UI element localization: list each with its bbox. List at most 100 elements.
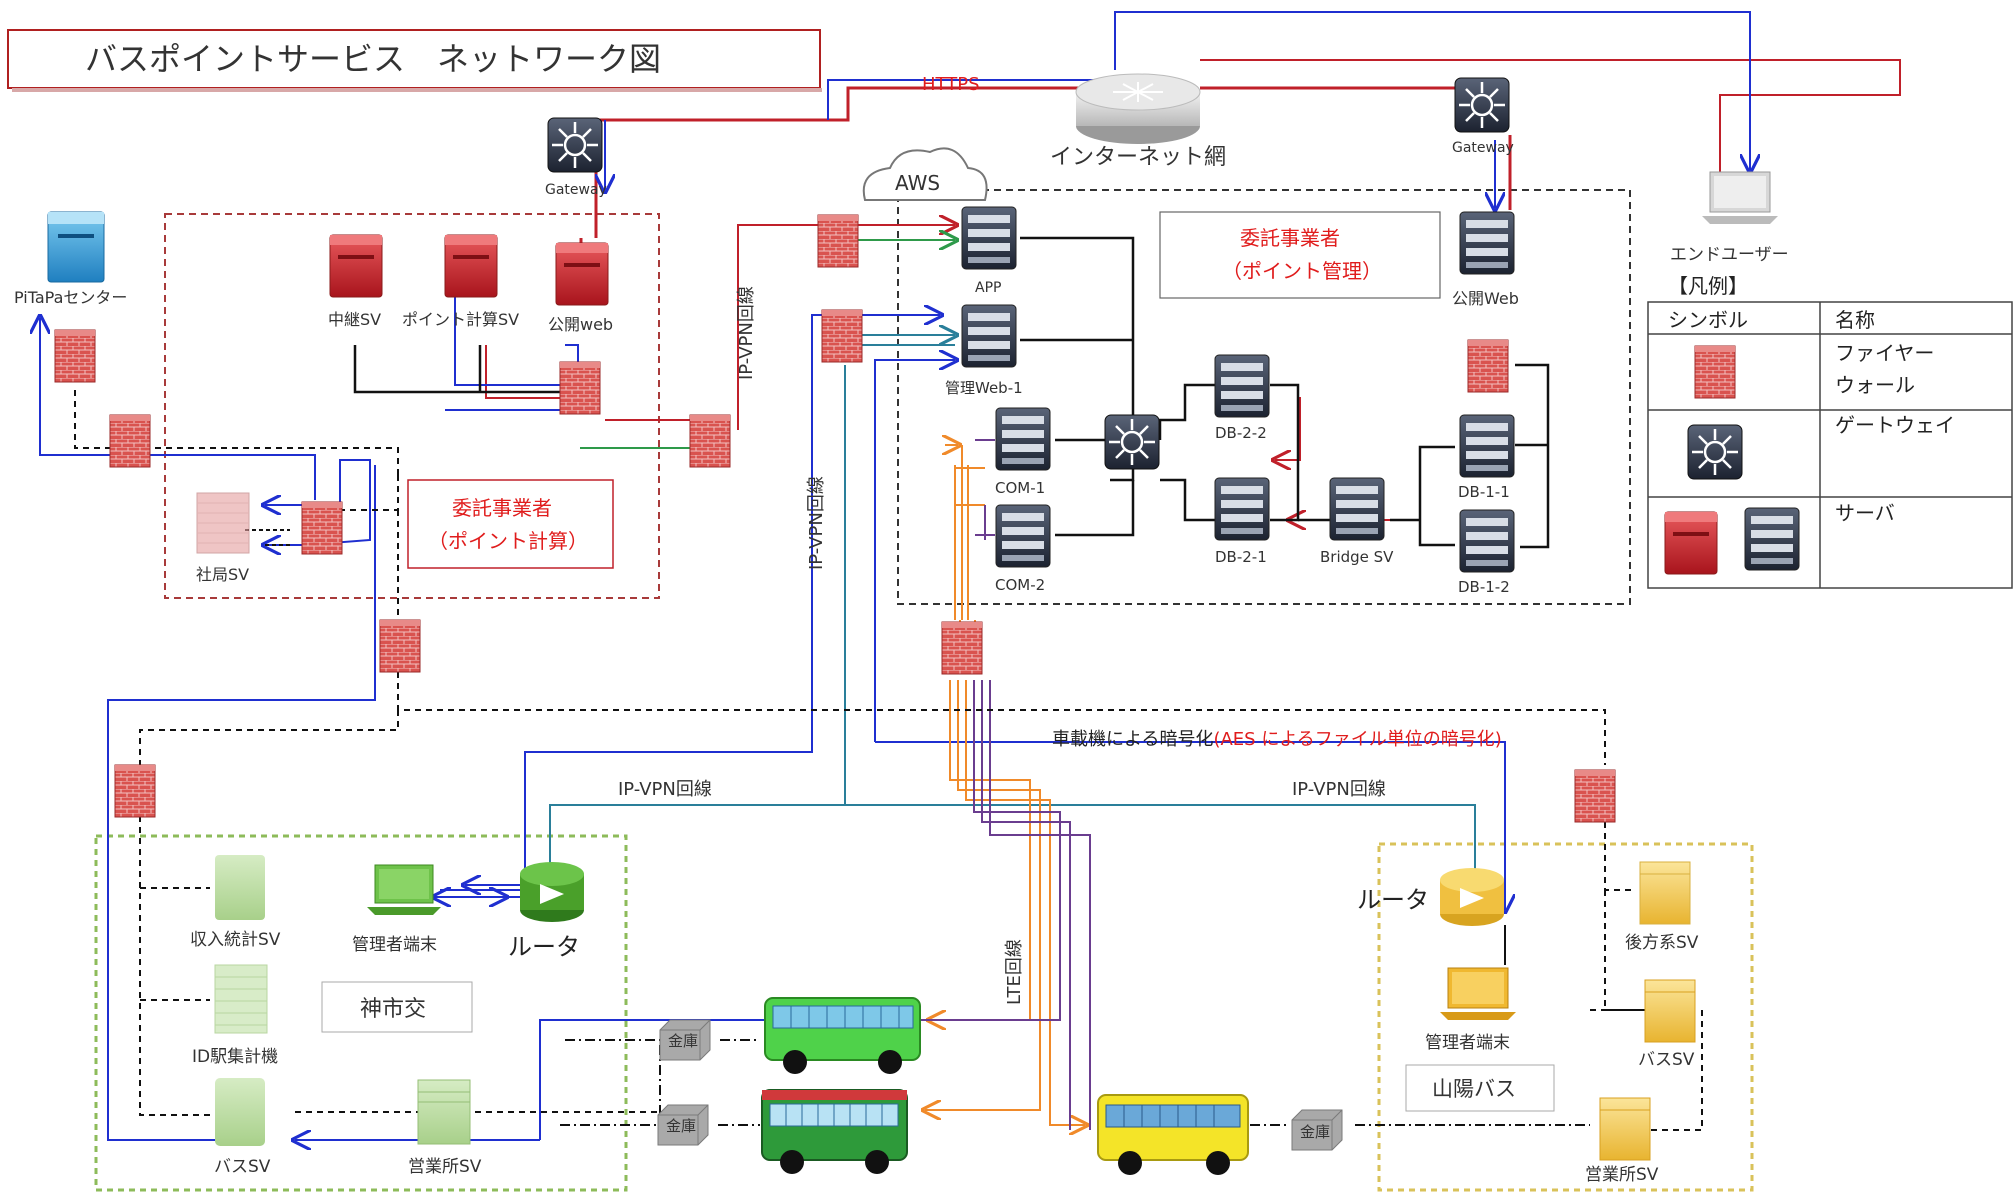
encryption-label: 車載機による暗号化(AES によるファイル単位の暗号化) — [1052, 729, 1502, 750]
ip-vpn-label-4: IP-VPN回線 — [1292, 779, 1386, 800]
legend-firewall-1: ファイヤー — [1835, 341, 1934, 365]
legend: 【凡例】 シンボル 名称 ファイヤー ウォール ゲートウェイ サーバ — [1647, 274, 2013, 589]
shakyoku-server-icon — [196, 492, 250, 554]
pitapa-server-icon — [47, 211, 105, 283]
server-icon — [1214, 477, 1270, 541]
bus-sv-left-icon — [215, 1078, 265, 1146]
legend-firewall-2: ウォール — [1835, 373, 1915, 397]
firewall-icon — [941, 621, 983, 675]
contractor-calc-box: 委託事業者 （ポイント計算） — [407, 479, 614, 569]
firewall-icon — [817, 214, 859, 268]
server-icon — [1214, 354, 1270, 418]
server-icon — [1459, 414, 1515, 478]
server-icon — [1744, 507, 1800, 571]
db21-label: DB-2-1 — [1215, 548, 1267, 566]
server-icon — [961, 206, 1017, 270]
laptop-icon — [367, 864, 441, 915]
backoffice-sv-label: 後方系SV — [1625, 933, 1699, 953]
bus-icon — [1097, 1094, 1249, 1175]
aws-label: AWS — [895, 171, 940, 195]
firewall-icon — [109, 414, 151, 468]
laptop-icon — [1702, 171, 1778, 224]
bus-icon — [764, 997, 921, 1074]
bus-sv-right-icon — [1644, 979, 1696, 1043]
router-icon — [1440, 868, 1504, 926]
zone-contractor-calc — [164, 213, 660, 599]
kobe-label: 神市交 — [360, 997, 426, 1022]
income-server-icon — [215, 855, 265, 920]
admin-terminal-right-label: 管理者端末 — [1425, 1033, 1510, 1053]
kobe-label-box: 神市交 — [321, 981, 473, 1033]
backoffice-server-icon — [1639, 861, 1691, 925]
firewall-icon — [1694, 345, 1736, 399]
contractor-mgmt-title: 委託事業者 — [1240, 226, 1340, 250]
com1-label: COM-1 — [995, 479, 1045, 497]
safe-label-2: 金庫 — [666, 1117, 696, 1135]
legend-name-header: 名称 — [1835, 308, 1875, 332]
safe-label-1: 金庫 — [668, 1032, 698, 1050]
db11-label: DB-1-1 — [1458, 483, 1510, 501]
office-server-left-icon — [417, 1079, 471, 1145]
bus-sv-left-label: バスSV — [214, 1157, 271, 1177]
bus-sv-right-label: バスSV — [1638, 1050, 1695, 1070]
title-box: バスポイントサービス ネットワーク図 — [7, 29, 822, 92]
firewall-icon — [379, 619, 421, 673]
server-icon — [1664, 511, 1718, 575]
firewall-icon — [821, 309, 863, 363]
ip-vpn-label-vertical-1: IP-VPN回線 — [736, 286, 757, 380]
db12-label: DB-1-2 — [1458, 578, 1510, 596]
safe-label-3: 金庫 — [1300, 1123, 1330, 1141]
server-icon — [329, 234, 383, 298]
firewall-icon — [114, 764, 156, 818]
router-left-label: ルータ — [508, 933, 580, 961]
ip-vpn-label-vertical-2: IP-VPN回線 — [806, 476, 827, 570]
cloud-icon: AWS — [862, 147, 988, 201]
firewall-icon — [559, 361, 601, 415]
contractor-calc-subtitle: （ポイント計算） — [428, 529, 588, 553]
firewall-icon — [54, 329, 96, 383]
internet-label: インターネット網 — [1050, 145, 1226, 170]
server-icon — [555, 242, 609, 306]
com2-label: COM-2 — [995, 576, 1045, 594]
server-icon — [995, 407, 1051, 471]
router-icon — [520, 862, 584, 922]
end-user-label: エンドユーザー — [1670, 245, 1789, 265]
gateway-icon — [1103, 413, 1161, 471]
id-collector-icon — [214, 964, 268, 1034]
server-icon — [1459, 509, 1515, 573]
shakyoku-sv-label: 社局SV — [196, 565, 249, 584]
lte-label: LTE回線 — [1004, 939, 1025, 1005]
server-icon — [995, 504, 1051, 568]
office-server-right-icon — [1599, 1097, 1651, 1161]
gateway-left-label: Gateway — [545, 182, 607, 198]
page-title: バスポイントサービス ネットワーク図 — [85, 40, 661, 78]
legend-symbol-header: シンボル — [1668, 308, 1748, 332]
office-sv-left-label: 営業所SV — [408, 1157, 482, 1177]
legend-server: サーバ — [1835, 501, 1895, 525]
internet-router-icon — [1075, 73, 1201, 144]
db22-label: DB-2-2 — [1215, 424, 1267, 442]
sanyo-label: 山陽バス — [1432, 1077, 1516, 1101]
firewall-icon — [1574, 769, 1616, 823]
sanyo-label-box: 山陽バス — [1405, 1064, 1555, 1112]
office-sv-right-label: 営業所SV — [1585, 1165, 1659, 1185]
contractor-mgmt-box: 委託事業者 （ポイント管理） — [1159, 211, 1441, 299]
laptop-icon — [1440, 967, 1516, 1020]
router-right-label: ルータ — [1357, 886, 1429, 914]
contractor-calc-title: 委託事業者 — [452, 496, 552, 520]
legend-title: 【凡例】 — [1668, 274, 1748, 298]
bus-icon — [761, 1089, 908, 1174]
app-label: APP — [975, 280, 1001, 296]
gateway-icon — [1686, 423, 1744, 481]
id-collector-label: ID駅集計機 — [192, 1047, 278, 1067]
server-icon — [1459, 211, 1515, 275]
mgmt-web1-label: 管理Web-1 — [945, 379, 1023, 397]
server-icon — [961, 304, 1017, 368]
relay-sv-label: 中継SV — [328, 310, 381, 329]
firewall-icon — [1467, 339, 1509, 393]
gateway-right-label: Gateway — [1452, 140, 1514, 156]
admin-terminal-left-label: 管理者端末 — [352, 935, 437, 955]
income-sv-label: 収入統計SV — [190, 930, 281, 950]
point-calc-sv-label: ポイント計算SV — [402, 310, 519, 329]
